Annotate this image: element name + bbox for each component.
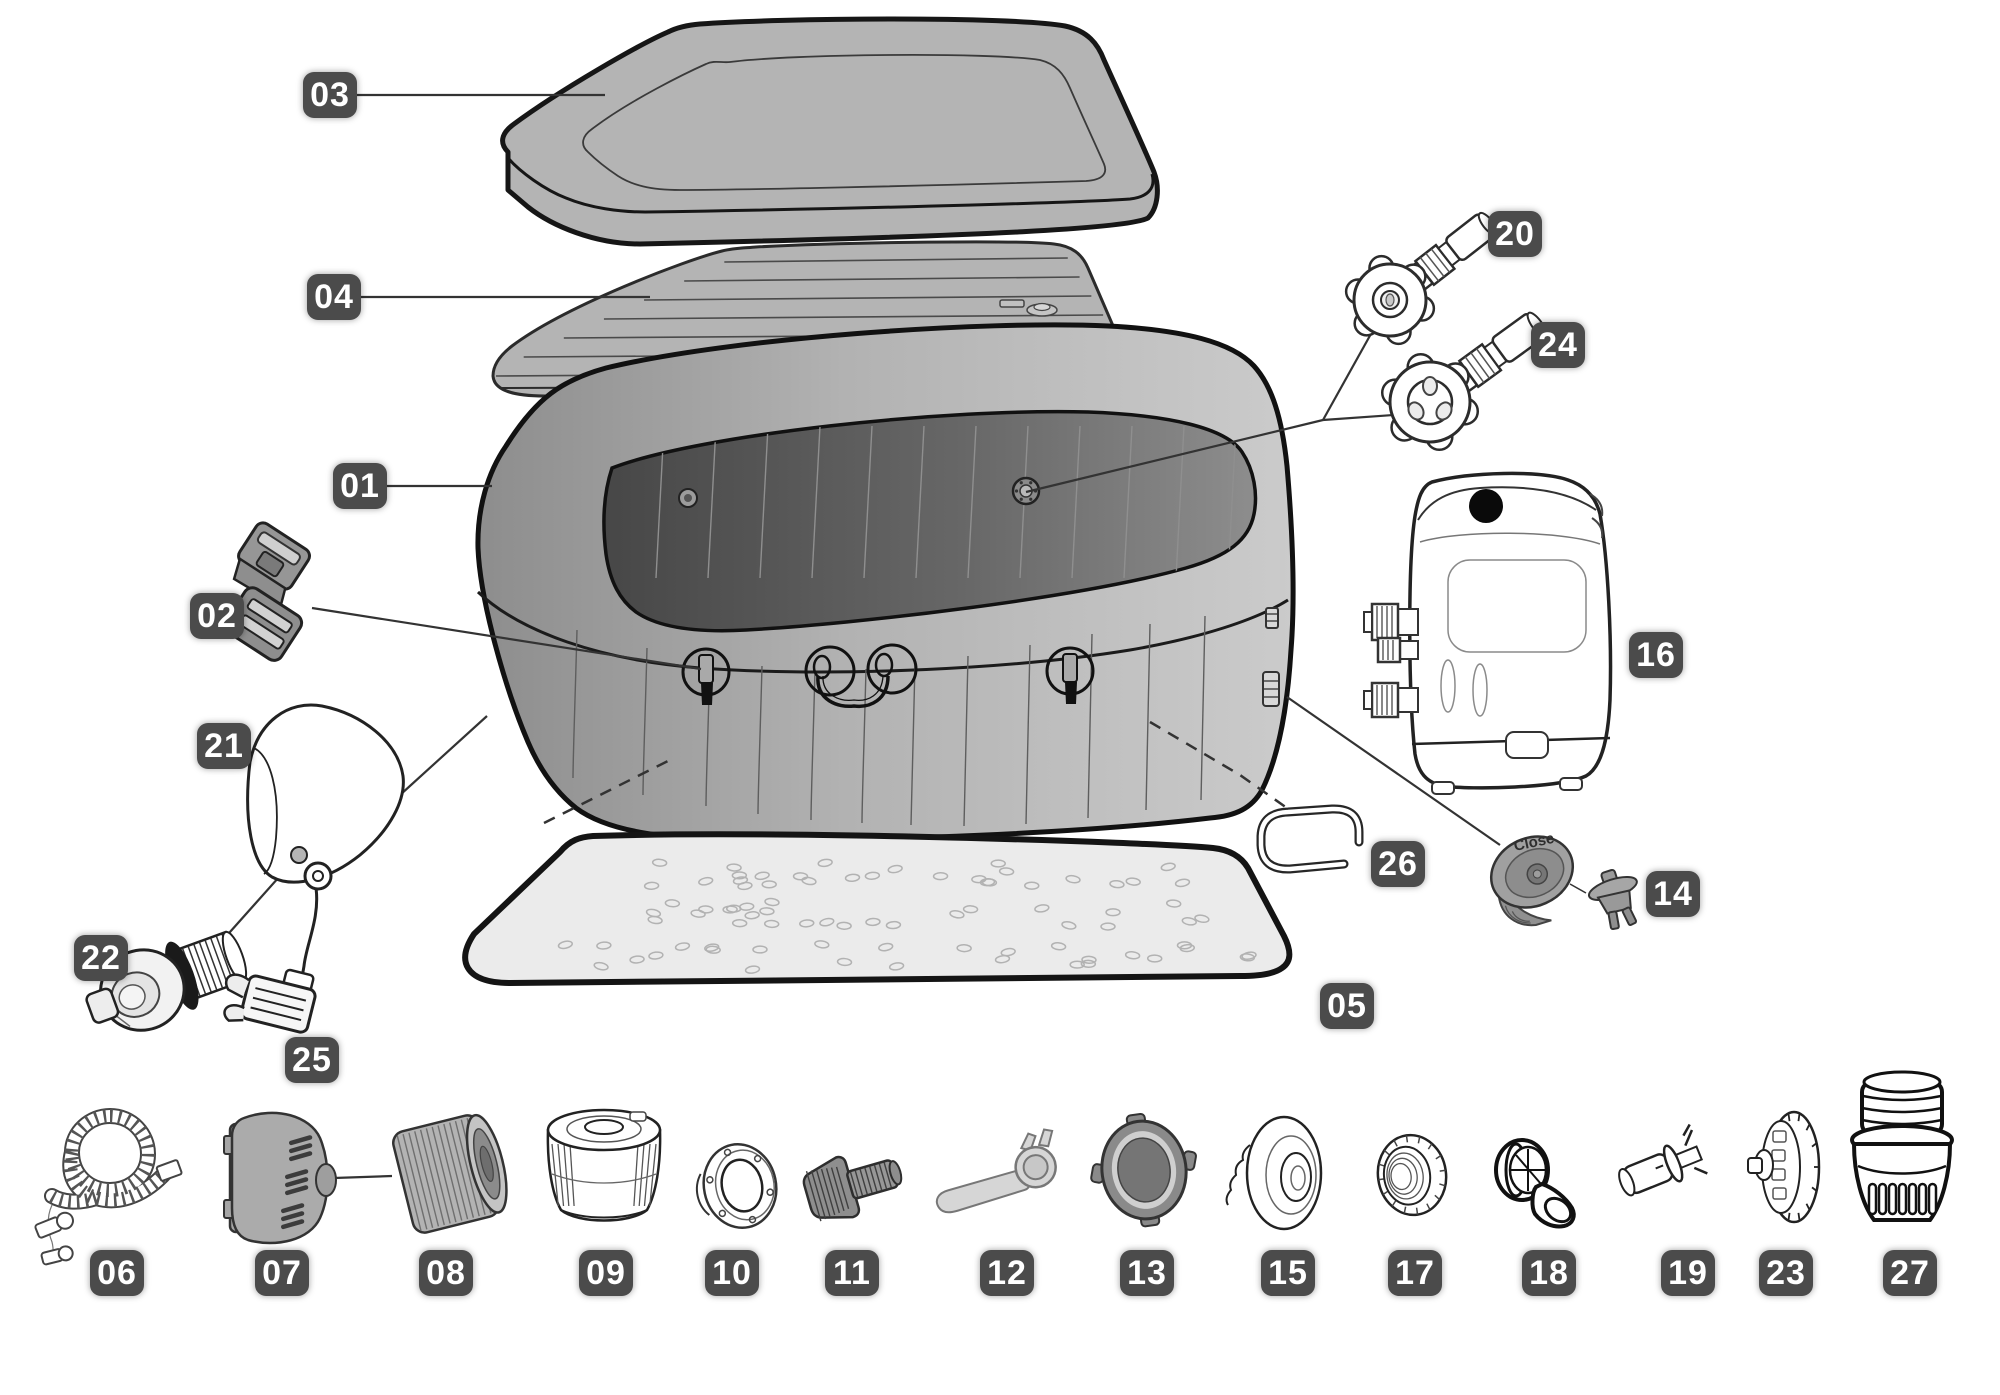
part-26-hose-clip-graphic [1256, 804, 1364, 874]
interior-jet-fitting-left [678, 488, 698, 508]
front-jet-right [1045, 646, 1095, 704]
part-label-15: 15 [1261, 1250, 1315, 1296]
part-25-latch-buckle-graphic [223, 968, 317, 1034]
part-12-wrench-tool-graphic [935, 1128, 1057, 1214]
part-01-spa-tub-graphic [475, 322, 1296, 843]
part-label-14: 14 [1646, 871, 1700, 917]
tub-interior [602, 409, 1258, 633]
part-label-16: 16 [1629, 632, 1683, 678]
part-label-08: 08 [419, 1250, 473, 1296]
front-jet-left [681, 647, 731, 705]
part-02-strap-buckle-graphic [223, 521, 311, 662]
part-label-13: 13 [1120, 1250, 1174, 1296]
part-label-25: 25 [285, 1037, 339, 1083]
part-label-21: 21 [197, 723, 251, 769]
leader-port-to-cap [1286, 696, 1501, 846]
close-cap-graphic: Close [1489, 830, 1575, 927]
part-label-26: 26 [1371, 841, 1425, 887]
part-label-09: 09 [579, 1250, 633, 1296]
part-03-spa-cover-graphic [500, 16, 1160, 247]
part-label-19: 19 [1661, 1250, 1715, 1296]
part-label-05: 05 [1320, 983, 1374, 1029]
part-label-24: 24 [1531, 322, 1585, 368]
part-16-pump-unit-graphic [1363, 471, 1613, 795]
part-20-jet-valve-graphic [1344, 211, 1498, 346]
part-19-valve-stem-graphic [1618, 1123, 1708, 1197]
part-06-drain-hose-graphic [34, 1108, 183, 1266]
interior-streaks [655, 425, 1237, 579]
part-21-wrap-graphic [246, 703, 405, 987]
part-10-flange-ring-graphic [695, 1142, 778, 1230]
dashed-leader-left [543, 756, 675, 825]
part-18-elbow-fitting-graphic [1494, 1138, 1576, 1229]
part-label-20: 20 [1488, 211, 1542, 257]
part-label-06: 06 [90, 1250, 144, 1296]
connector-07-08 [333, 1174, 393, 1180]
part-label-01: 01 [333, 463, 387, 509]
part-label-04: 04 [307, 274, 361, 320]
part-23-hose-cap-graphic [1747, 1110, 1821, 1224]
part-15-jet-cover-graphic [1225, 1115, 1323, 1231]
part-label-17: 17 [1388, 1250, 1442, 1296]
leader-02 [311, 606, 702, 671]
tub-side-port-lower [1262, 671, 1280, 707]
part-label-27: 27 [1883, 1250, 1937, 1296]
part-07-housing-cap-graphic [223, 1111, 337, 1245]
leader-valves-to-jet [1025, 418, 1324, 494]
part-label-07: 07 [255, 1250, 309, 1296]
pump-inlet-hole [1469, 489, 1503, 523]
mat-speckles [557, 858, 1257, 974]
part-label-02: 02 [190, 593, 244, 639]
part-27-strainer-connector-graphic [1850, 1070, 1954, 1222]
part-label-22: 22 [74, 935, 128, 981]
part-11-knob-bolt-graphic [802, 1155, 903, 1222]
part-17-collar-nut-graphic [1376, 1133, 1448, 1217]
part-24-jet-valve-graphic [1380, 311, 1547, 452]
part-label-10: 10 [705, 1250, 759, 1296]
tub-handles [804, 643, 918, 709]
part-label-18: 18 [1522, 1250, 1576, 1296]
part-08-filter-cartridge-graphic [392, 1113, 508, 1234]
leader-20 [1322, 331, 1373, 421]
leader-cap-to-14 [1569, 883, 1587, 894]
pump-hose-connector-b [1376, 636, 1419, 664]
pump-hose-connector-c [1363, 681, 1419, 719]
part-14-air-valve-graphic [1587, 868, 1638, 931]
part-label-12: 12 [980, 1250, 1034, 1296]
part-13-seal-gasket-graphic [1090, 1112, 1197, 1228]
part-09-filter-housing-graphic [546, 1108, 662, 1222]
part-label-11: 11 [825, 1250, 879, 1296]
leader-21 [399, 715, 488, 796]
part-label-03: 03 [303, 72, 357, 118]
pump-hose-connector-a [1363, 602, 1419, 642]
part-label-23: 23 [1759, 1250, 1813, 1296]
tub-side-port-upper [1265, 607, 1279, 629]
part-05-floor-mat-graphic [462, 831, 1293, 986]
